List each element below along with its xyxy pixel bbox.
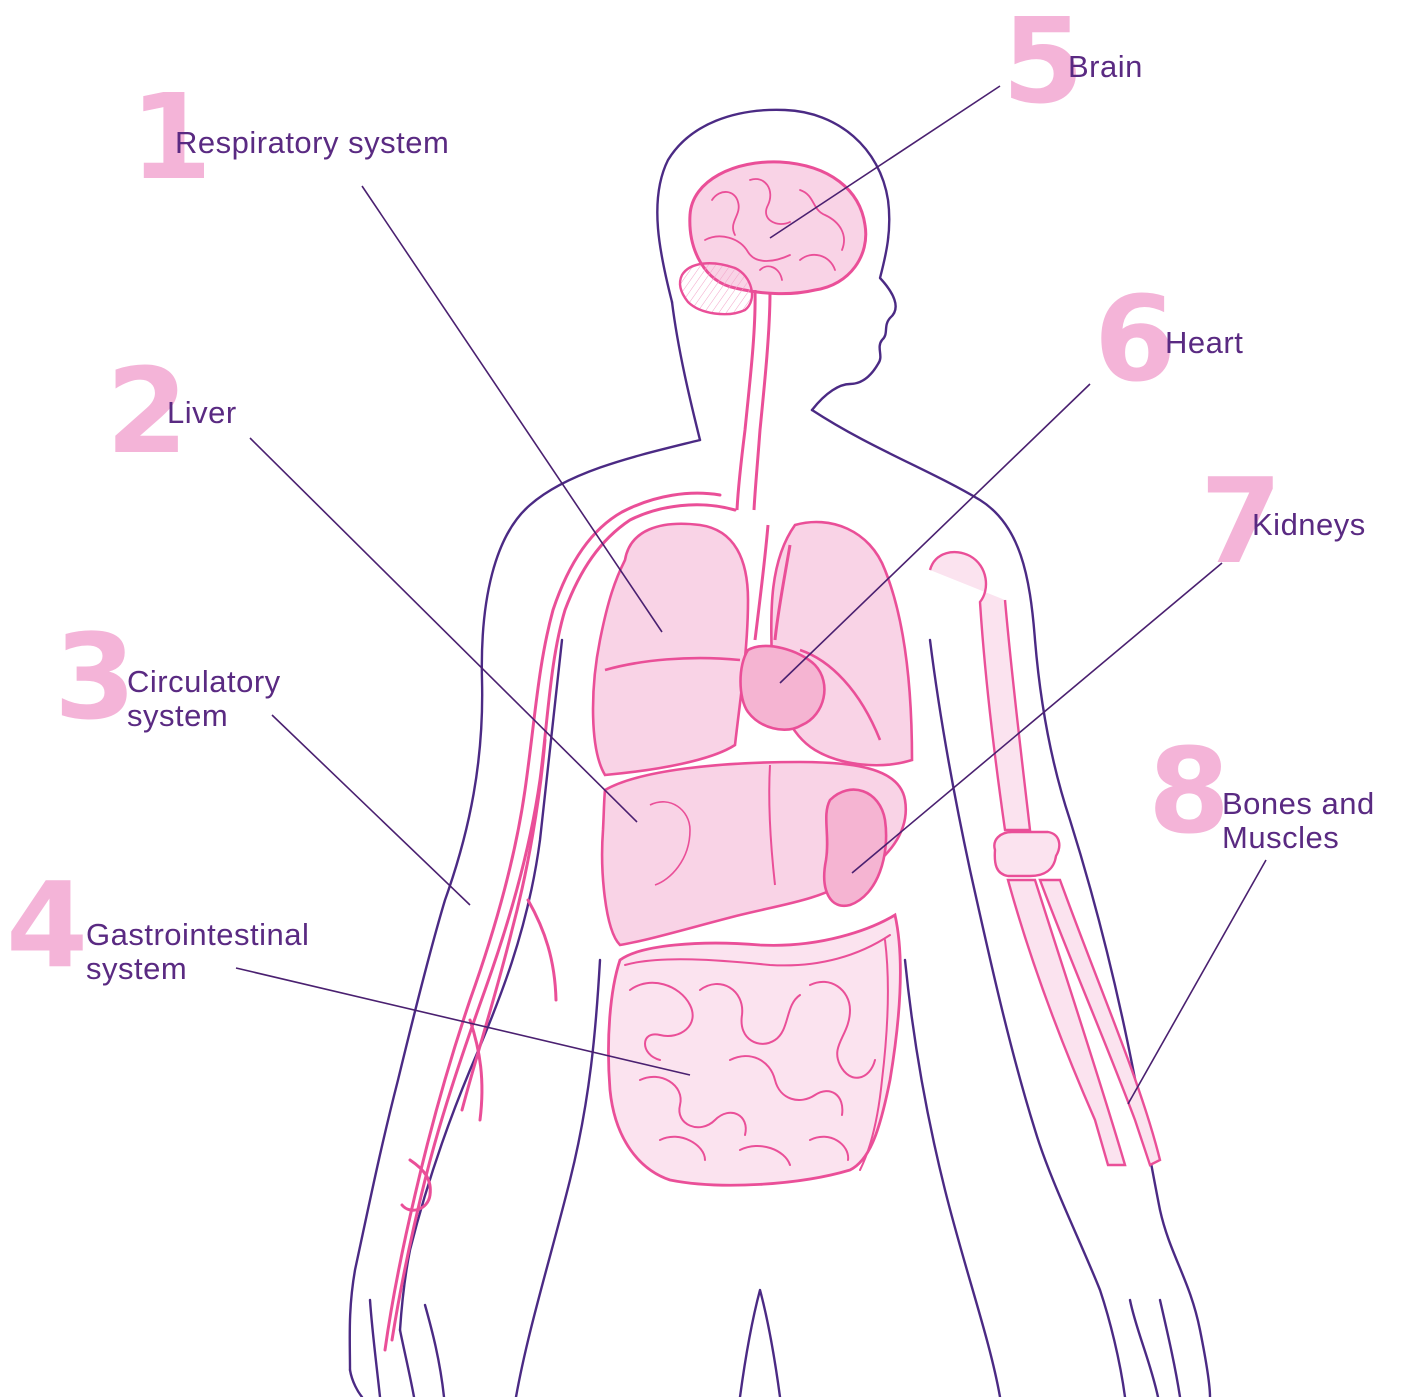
- callout-label: Heart: [1165, 326, 1243, 360]
- callout-label-line: Brain: [1068, 50, 1143, 84]
- body-outline: [350, 110, 1210, 1397]
- callout-label: Circulatory system: [127, 665, 281, 733]
- callout-label-line: system: [86, 952, 309, 986]
- callout-label-line: Heart: [1165, 326, 1243, 360]
- callout-label-line: Muscles: [1222, 821, 1375, 855]
- callout-number: 3: [54, 618, 136, 736]
- leader-line-liver: [250, 438, 637, 822]
- intestines: [608, 915, 900, 1185]
- callout-label: Kidneys: [1252, 508, 1366, 542]
- leader-line-brain: [770, 86, 1000, 238]
- callout-label: Respiratory system: [175, 126, 449, 160]
- callout-label: Liver: [167, 396, 237, 430]
- kidney-stomach: [824, 790, 886, 906]
- callout-label: Brain: [1068, 50, 1143, 84]
- callout-label: Bones and Muscles: [1222, 787, 1375, 855]
- callout-label-line: Liver: [167, 396, 237, 430]
- brain: [680, 162, 866, 510]
- callout-label-line: Bones and: [1222, 787, 1375, 821]
- leader-line-bones-muscles: [1128, 860, 1266, 1104]
- callout-label-line: Gastrointestinal: [86, 918, 309, 952]
- callout-label: Gastrointestinal system: [86, 918, 309, 986]
- callout-label-line: Kidneys: [1252, 508, 1366, 542]
- callout-number: 6: [1094, 280, 1176, 398]
- leader-line-respiratory: [362, 186, 662, 632]
- callout-label-line: Respiratory system: [175, 126, 449, 160]
- leader-line-circulatory: [272, 715, 470, 905]
- callout-number: 8: [1148, 732, 1230, 850]
- callout-label-line: Circulatory: [127, 665, 281, 699]
- callout-number: 4: [6, 866, 88, 984]
- callout-label-line: system: [127, 699, 281, 733]
